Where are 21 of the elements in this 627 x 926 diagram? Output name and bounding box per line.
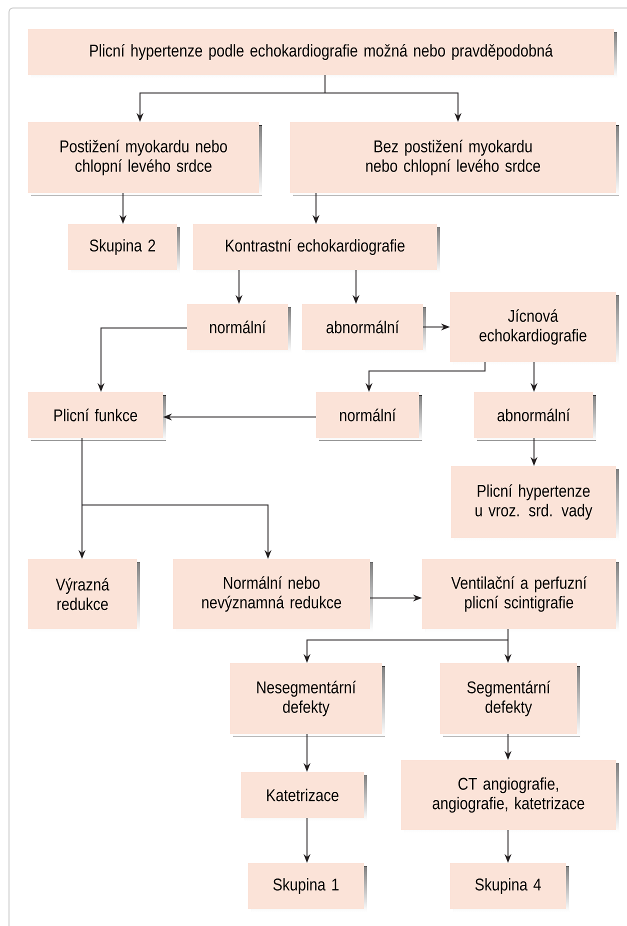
process-box: Skupina 1 bbox=[248, 863, 367, 912]
process-box: Skupina 2 bbox=[68, 224, 180, 273]
process-box: Plicní hypertenze u vroz. srd. vady bbox=[451, 466, 619, 541]
process-box: Skupina 4 bbox=[450, 863, 569, 912]
process-box: Výrazná redukce bbox=[28, 559, 140, 632]
process-box: Segmentární defekty bbox=[440, 663, 580, 737]
process-box: Postižení myokardu nebo chlopní levého srdce bbox=[28, 122, 262, 196]
process-box: Plicní hypertenze podle echokardiografie možná nebo pravděpodobná bbox=[28, 29, 617, 78]
process-box: abnormální bbox=[302, 304, 426, 353]
process-box: Plicní funkce bbox=[28, 392, 166, 441]
process-box: Normální nebo nevýznamná redukce bbox=[173, 559, 373, 632]
process-box: Katetrizace bbox=[241, 772, 367, 821]
process-box: normální bbox=[316, 392, 422, 441]
process-box: Nesegmentární defekty bbox=[230, 663, 385, 737]
process-box: normální bbox=[187, 304, 291, 353]
process-box: Bez postižení myokardu nebo chlopní levého srdce bbox=[290, 122, 619, 196]
process-box: Jícnová echokardiografie bbox=[450, 292, 619, 365]
process-box: Ventilační a perfuzní plicní scintigrafie bbox=[422, 559, 619, 632]
process-box: abnormální bbox=[474, 392, 596, 441]
process-box: Kontrastní echokardiografie bbox=[193, 224, 440, 273]
process-box: CT angiografie, angiografie, katetrizace bbox=[401, 760, 619, 833]
